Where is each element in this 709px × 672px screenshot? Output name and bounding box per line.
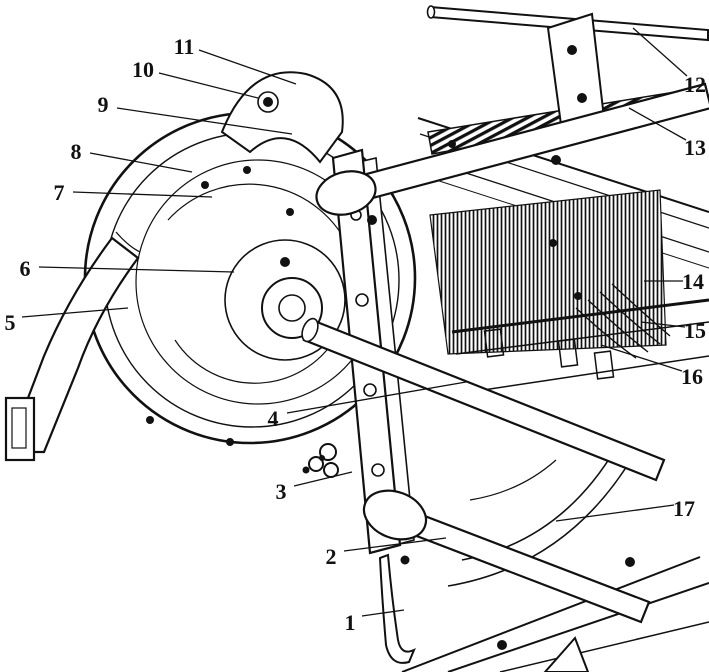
upper-shaft (315, 82, 709, 225)
leader-line-3 (293, 471, 353, 487)
callout-label-2: 2 (326, 544, 337, 569)
callout-label-5: 5 (5, 310, 16, 335)
leader-line-10 (158, 72, 259, 99)
callout-label-7: 7 (54, 180, 65, 205)
callout-label-12: 12 (684, 72, 706, 97)
leader-line-2 (343, 537, 447, 552)
leader-line-13 (628, 107, 687, 141)
leader-line-5 (21, 307, 129, 318)
callout-label-4: 4 (268, 406, 279, 431)
callout-label-6: 6 (20, 256, 31, 281)
callout-label-14: 14 (682, 269, 704, 294)
callout-label-3: 3 (276, 479, 287, 504)
leader-line-11 (198, 49, 297, 85)
callout-label-13: 13 (684, 135, 706, 160)
leader-line-8 (89, 152, 193, 173)
callout-label-15: 15 (684, 318, 706, 343)
hanger-bracket (546, 12, 606, 134)
leader-line-12 (632, 27, 688, 77)
leader-line-16 (600, 344, 683, 372)
left-arm (4, 231, 141, 462)
callout-label-16: 16 (681, 364, 703, 389)
middle-shaft (301, 317, 666, 482)
leader-line-17 (555, 504, 675, 522)
callout-label-17: 17 (673, 496, 695, 521)
frame-bars (451, 298, 709, 393)
callout-label-9: 9 (98, 92, 109, 117)
callout-label-1: 1 (345, 610, 356, 635)
leader-line-1 (361, 609, 405, 617)
leader-line-9 (116, 107, 293, 135)
leader-line-4 (286, 381, 467, 414)
lower-shaft (362, 489, 651, 624)
bolts-right (448, 140, 582, 300)
frame-diagonals-bottom (401, 556, 709, 672)
leader-line-7 (72, 191, 213, 198)
callout-label-8: 8 (71, 139, 82, 164)
hook (378, 553, 416, 664)
nut-cluster (302, 443, 339, 478)
callout-label-10: 10 (132, 57, 154, 82)
leader-line-15 (640, 321, 686, 328)
callout-label-11: 11 (174, 34, 195, 59)
leader-line-6 (38, 266, 235, 273)
top-bracket (220, 71, 344, 164)
